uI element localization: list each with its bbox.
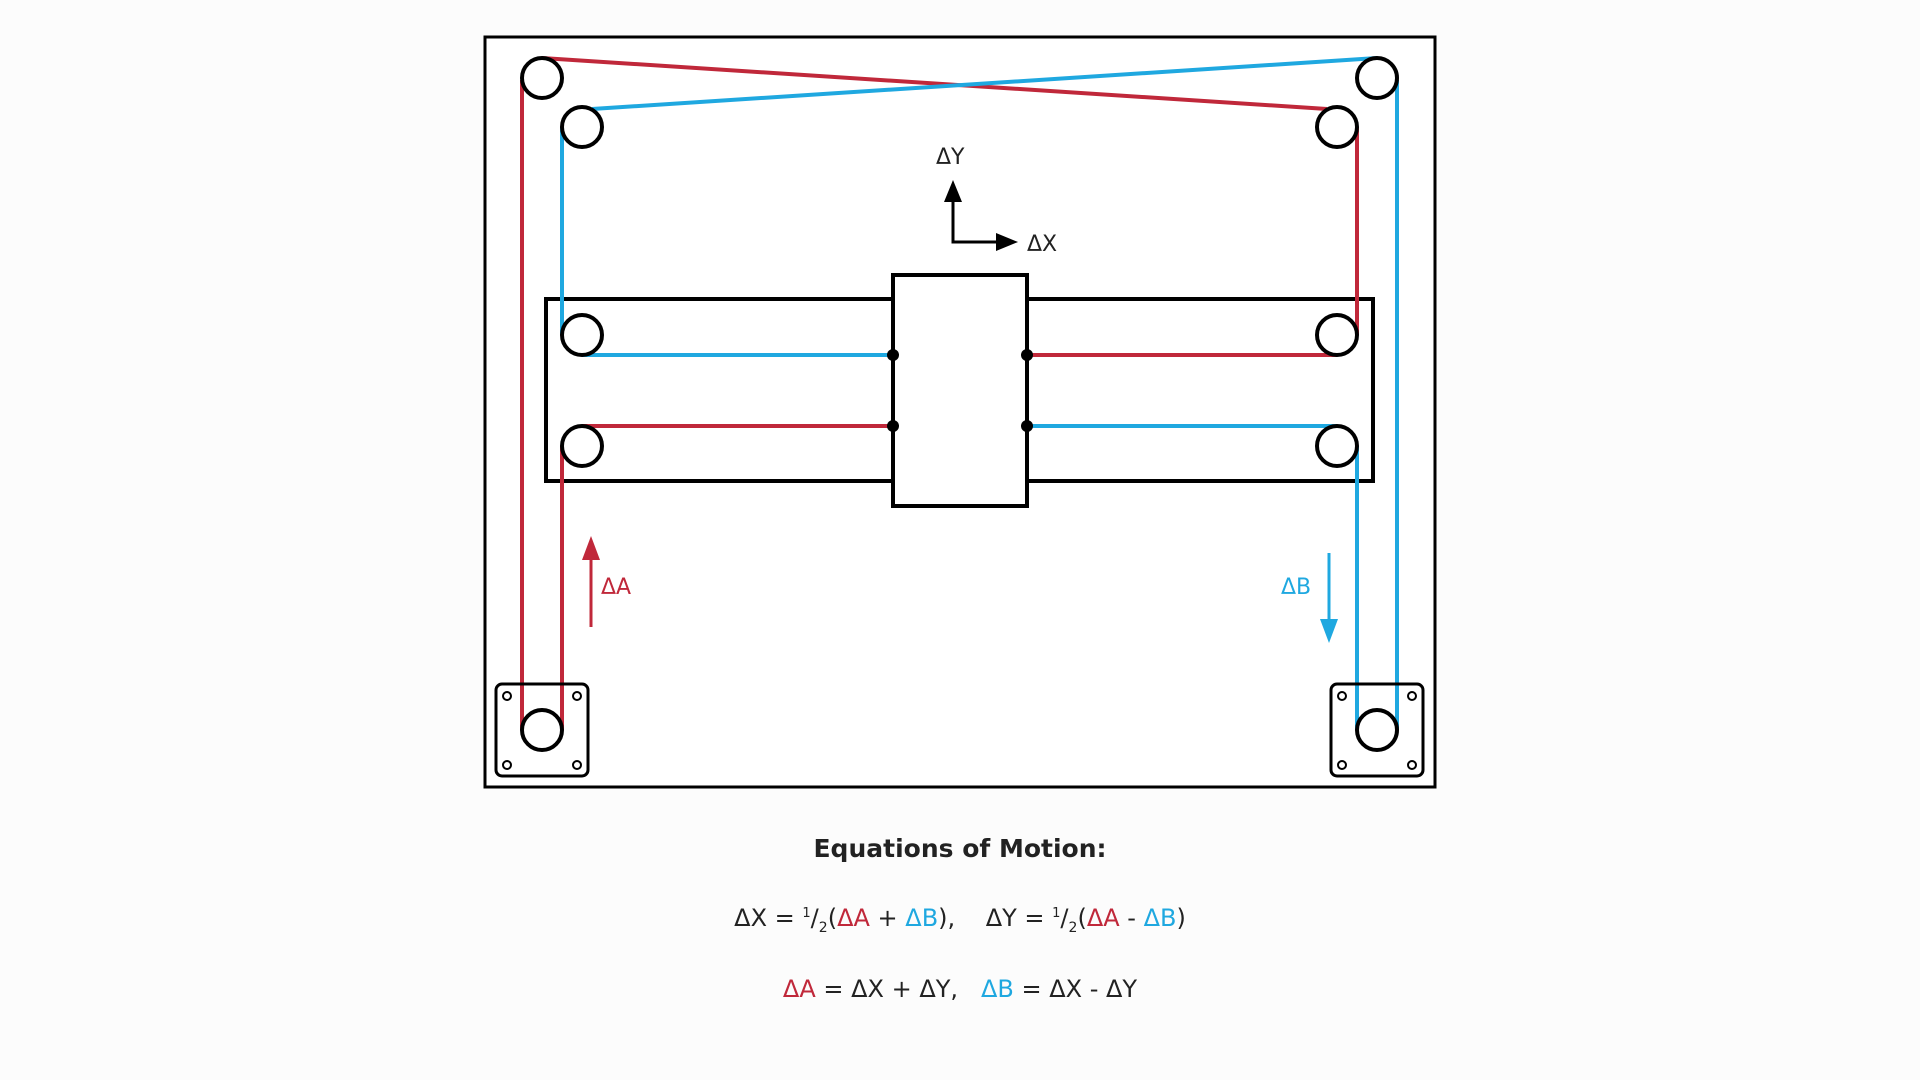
db-label: ΔB <box>1281 575 1311 600</box>
belt-clamps <box>887 349 1033 432</box>
dx-arrow-icon <box>996 233 1018 251</box>
dx-label: ΔX <box>1027 232 1057 257</box>
eq1-half-den-2: 2 <box>1068 919 1078 936</box>
equation-line-2: ΔA = ΔX + ΔY, ΔB = ΔX - ΔY <box>0 975 1920 1003</box>
eq2-da: ΔA <box>782 975 816 1003</box>
eq1-half-num-2: 1 <box>1052 906 1061 921</box>
motor-a <box>494 682 590 778</box>
eq1-half-num: 1 <box>802 906 811 921</box>
eq1-da: ΔA <box>837 904 870 932</box>
dy-label: ΔY <box>936 145 965 170</box>
eq1-dy-lhs: ΔY = <box>985 904 1053 932</box>
eq2-da-rhs: = ΔX + ΔY, <box>815 975 959 1003</box>
eq1-dx-lhs: ΔX = <box>734 904 803 932</box>
da-arrow-icon <box>582 536 600 560</box>
equation-line-1: ΔX = 1/2(ΔA + ΔB), ΔY = 1/2(ΔA - ΔB) <box>734 904 1186 936</box>
motor-b <box>1329 682 1425 778</box>
eq1-plus: + <box>869 904 906 932</box>
eq1-db: ΔB <box>905 904 939 932</box>
equations-title: Equations of Motion: <box>813 834 1107 863</box>
axis-arrows <box>951 190 1008 244</box>
eq1-db-2: ΔB <box>1143 904 1177 932</box>
eq2-db-rhs: = ΔX - ΔY <box>1013 975 1138 1003</box>
eq1-open-2: ( <box>1077 904 1087 932</box>
eq1-close-2: ) <box>1176 904 1186 932</box>
db-arrow-icon <box>1320 619 1338 643</box>
da-label: ΔA <box>601 575 631 600</box>
eq1-open: ( <box>827 904 838 932</box>
dy-arrow-icon <box>944 180 962 202</box>
eq1-minus: - <box>1119 904 1144 932</box>
idler-pulleys <box>520 56 1399 468</box>
belt-a <box>520 56 1359 730</box>
eq1-da-2: ΔA <box>1086 904 1120 932</box>
eq2-db: ΔB <box>980 975 1014 1003</box>
eq1-close: ), <box>938 904 956 932</box>
eq1-half-den: 2 <box>818 919 828 936</box>
carriage <box>891 273 1029 508</box>
